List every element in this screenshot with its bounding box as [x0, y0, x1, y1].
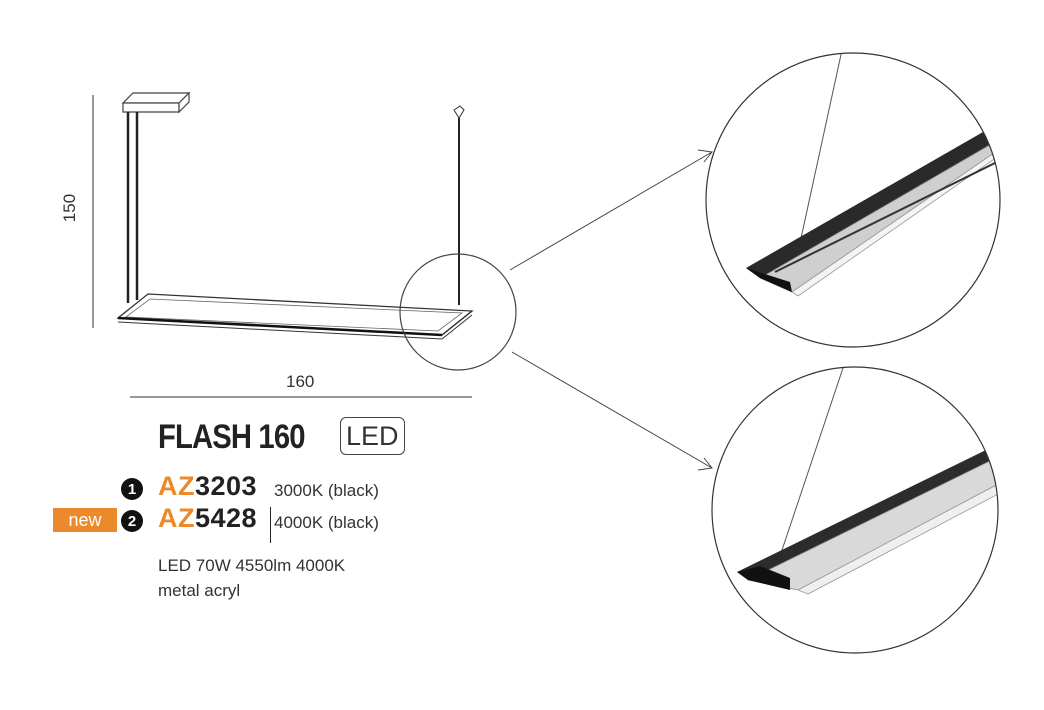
variant-2-code-prefix: AZ [158, 503, 195, 533]
variant-1-code: AZ3203 [158, 471, 257, 502]
lamp-body [116, 293, 474, 340]
variant-2-code-suffix: 5428 [195, 503, 258, 533]
product-title: FLASH 160 [158, 418, 305, 456]
variant-1-code-prefix: AZ [158, 471, 195, 501]
magnify-circle [399, 253, 517, 371]
code-divider [270, 507, 271, 543]
leader-line-top [509, 151, 713, 271]
arrow-head-top [697, 149, 713, 163]
detail-circle-bottom [737, 367, 998, 595]
ceiling-canopy [121, 91, 191, 114]
cable-hook [453, 105, 465, 119]
variant-2-spec: 4000K (black) [274, 513, 379, 532]
new-badge: new [53, 508, 117, 532]
variant-1-number-badge: 1 [121, 478, 143, 500]
led-badge: LED [340, 417, 405, 455]
variant-1-code-suffix: 3203 [195, 471, 258, 501]
leader-line-bottom [511, 351, 713, 469]
height-dimension-label: 150 [60, 193, 80, 223]
width-dimension-label: 160 [286, 372, 315, 391]
variant-2-number-badge: 2 [121, 510, 143, 532]
variant-2-code: AZ5428 [158, 503, 257, 534]
detail-circle-top [746, 53, 1000, 297]
spec-description-line-1: LED 70W 4550lm 4000K [158, 556, 346, 575]
arrow-head-bottom [697, 457, 713, 471]
variant-1-spec: 3000K (black) [274, 481, 379, 500]
spec-description-line-2: metal acryl [158, 581, 241, 600]
